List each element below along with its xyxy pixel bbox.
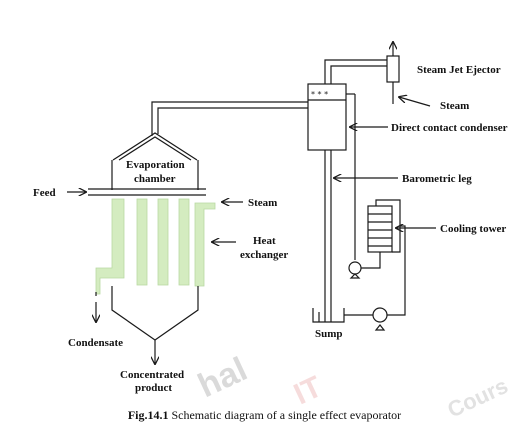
figure-caption: Fig.14.1 Schematic diagram of a single e… (0, 408, 529, 423)
label-product-1: Concentrated (120, 369, 184, 381)
label-evaporation-chamber-2: chamber (134, 173, 176, 185)
ejector-steam-arrow (399, 97, 431, 107)
cooling-pump (348, 252, 381, 279)
svg-text:* * *: * * * (311, 90, 328, 99)
cooling-tower (367, 199, 401, 253)
figure-caption-text: Schematic diagram of a single effect eva… (171, 408, 402, 422)
label-cooling-tower: Cooling tower (440, 223, 506, 235)
label-barometric-leg: Barometric leg (402, 173, 472, 185)
label-heat-exchanger-2: exchanger (240, 249, 288, 261)
steam-jet-ejector (386, 55, 400, 83)
svg-text:hal: hal (192, 350, 253, 405)
label-product-2: product (135, 382, 172, 394)
label-evaporation-chamber-1: Evaporation (126, 159, 185, 171)
direct-contact-condenser: * * * (307, 83, 347, 151)
label-sump: Sump (315, 328, 343, 340)
label-condensate: Condensate (68, 337, 123, 349)
label-ejector-steam: Steam (440, 100, 469, 112)
label-feed: Feed (33, 187, 56, 199)
label-heat-exchanger-1: Heat (253, 235, 276, 247)
sump-pump (344, 225, 406, 331)
heat-exchanger-tubes (95, 198, 216, 295)
label-steam-jet-ejector: Steam Jet Ejector (417, 64, 501, 76)
barometric-leg (324, 150, 332, 322)
label-hx-steam: Steam (248, 197, 277, 209)
sump (312, 308, 345, 323)
svg-text:IT: IT (289, 370, 327, 411)
figure-number: Fig.14.1 (127, 408, 169, 422)
evaporator-vessel (88, 101, 308, 341)
label-direct-contact-condenser: Direct contact condenser (391, 122, 508, 134)
